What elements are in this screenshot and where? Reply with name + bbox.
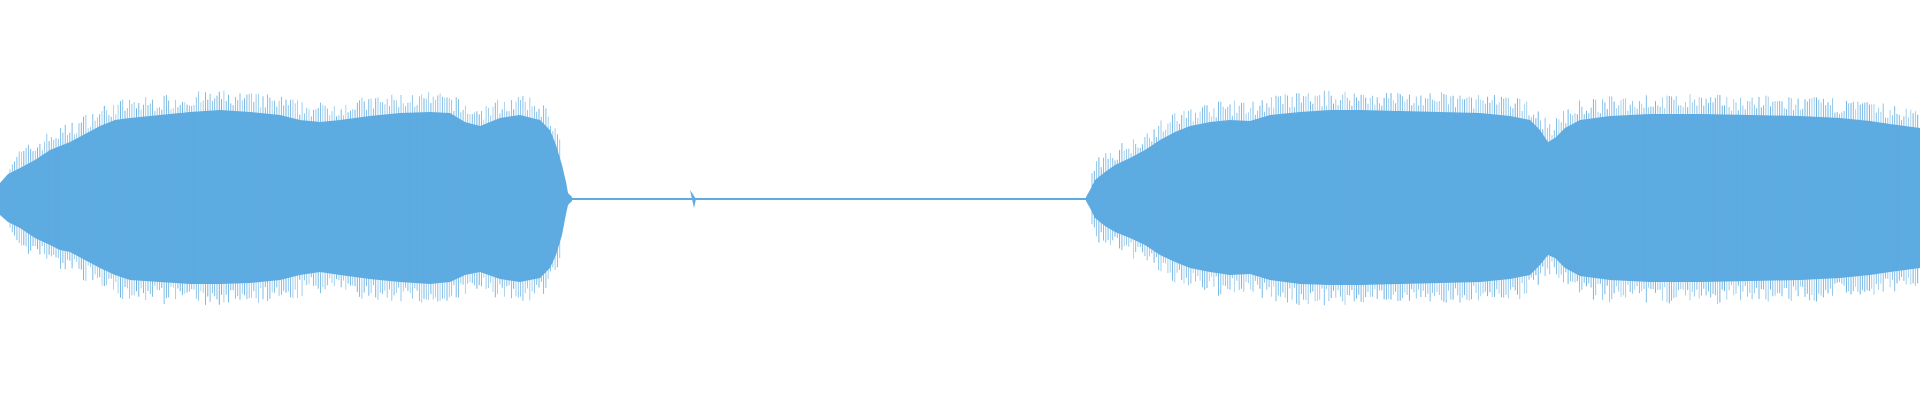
waveform-peaks xyxy=(9,90,1919,306)
silence-line xyxy=(568,198,1090,200)
waveform-region-right xyxy=(1086,110,1920,285)
silence-click xyxy=(690,190,696,208)
